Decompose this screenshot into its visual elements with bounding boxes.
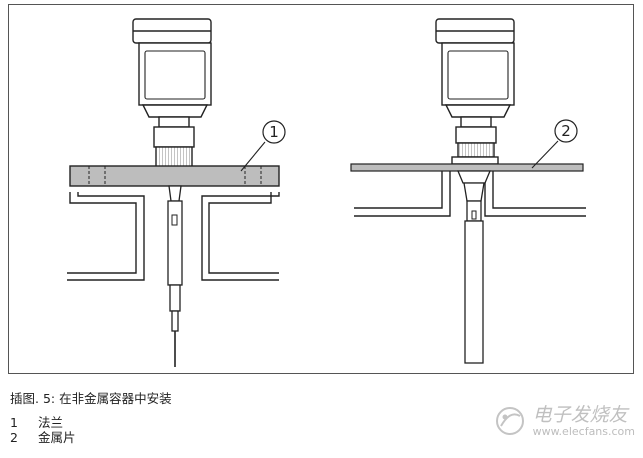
left-tank-nozzle — [67, 192, 280, 281]
watermark: 电子发烧友 www.elecfans.com — [493, 404, 635, 438]
flange — [69, 165, 280, 187]
watermark-logo-icon — [495, 407, 524, 435]
watermark-url: www.elecfans.com — [532, 424, 635, 438]
legend-item-number: 1 — [10, 415, 18, 430]
callout-2-number: 2 — [561, 122, 571, 140]
figure-frame: 1 — [8, 4, 634, 374]
right-tank-nozzle — [354, 171, 586, 217]
metal-sheet — [350, 163, 584, 172]
left-sensor-assembly — [132, 18, 212, 168]
legend-item-label: 金属片 — [38, 430, 76, 445]
installation-diagram: 1 — [67, 18, 586, 367]
legend-item: 2 金属片 — [10, 430, 76, 445]
figure-caption: 插图. 5: 在非金属容器中安装 — [10, 391, 172, 406]
watermark-title: 电子发烧友 — [532, 403, 628, 426]
callout-1: 1 — [240, 120, 286, 172]
legend-item-label: 法兰 — [38, 415, 64, 430]
right-sensor-assembly — [435, 18, 515, 165]
left-probe — [167, 185, 183, 367]
callout-1-number: 1 — [269, 123, 279, 141]
legend-item: 1 法兰 — [10, 415, 76, 430]
right-probe — [457, 170, 491, 364]
legend: 1 法兰 2 金属片 — [10, 415, 76, 445]
legend-item-number: 2 — [10, 430, 18, 445]
callout-2: 2 — [531, 119, 578, 169]
